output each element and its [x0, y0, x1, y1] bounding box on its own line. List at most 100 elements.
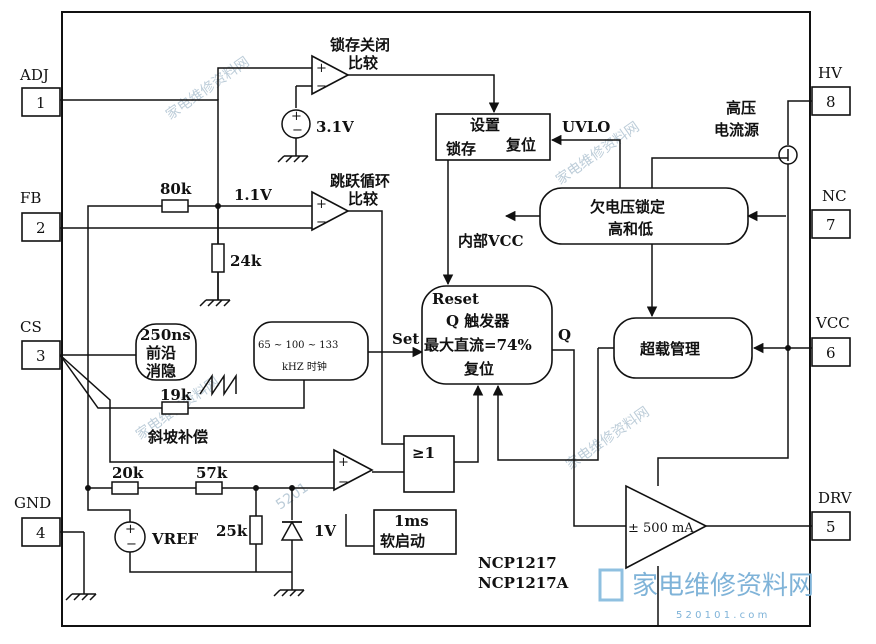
latch-box: 设置 锁存 复位	[435, 113, 551, 161]
site-logo: 家电维修资料网 5 2 0 1 0 1 . c o m	[598, 568, 814, 621]
uvlo-label: UVLO	[562, 118, 610, 136]
uvlo-block-title: 欠电压锁定	[590, 198, 665, 216]
hv-source-subtitle: 电流源	[714, 121, 759, 139]
pin-cs: CS 3	[20, 318, 61, 370]
svg-text:−: −	[126, 537, 137, 552]
r-20k-label: 20k	[112, 464, 144, 482]
flipflop-set-label: Set	[392, 330, 419, 348]
ref-3v1-source: + − 3.1V	[281, 85, 354, 157]
pin-vcc: VCC 6	[811, 314, 851, 367]
ground-symbols	[60, 155, 309, 601]
r-80k-label: 80k	[160, 180, 192, 198]
pin-nc-number: 7	[826, 216, 836, 234]
vref-label: VREF	[151, 530, 199, 548]
zener-diode-1v: 1V	[280, 488, 336, 590]
skip-comparator-title: 跳跃循环	[330, 172, 390, 190]
svg-text:+: +	[316, 197, 327, 212]
pin-adj-number: 1	[36, 94, 46, 112]
svg-text:−: −	[316, 79, 327, 94]
skip-comparator: + − 跳跃循环 比较	[311, 172, 390, 232]
resistor-20k: 20k	[111, 464, 144, 495]
watermark-3: 家电维修资料网	[563, 403, 653, 473]
v-1v1-label: 1.1V	[234, 186, 272, 204]
ref-3v1-label: 3.1V	[316, 118, 354, 136]
or-gate: ≥1	[403, 435, 455, 493]
pin-gnd-number: 4	[36, 524, 46, 542]
pwm-comparator: + −	[333, 448, 374, 492]
leb-time-label: 250ns	[140, 326, 191, 344]
pin-hv-number: 8	[826, 93, 836, 111]
driver-current-label: ± 500 mA	[628, 521, 694, 536]
softstart-label: 软启动	[380, 532, 425, 550]
pin-hv-label: HV	[818, 64, 843, 82]
latch-set-label: 设置	[470, 116, 500, 134]
flipflop-maxduty: 最大直流=74%	[424, 336, 532, 354]
svg-text:+: +	[316, 61, 327, 76]
watermark-1: 家电维修资料网	[163, 53, 253, 123]
r-57k-label: 57k	[196, 464, 228, 482]
overload-label: 超载管理	[639, 340, 700, 358]
pin-adj-label: ADJ	[19, 66, 49, 84]
svg-text:+: +	[291, 109, 302, 124]
sawtooth-icon	[199, 373, 237, 397]
resistor-80k: 80k	[160, 180, 192, 213]
leb-block: 250ns 前沿 消隐	[135, 323, 197, 381]
logo-subtext: 5 2 0 1 0 1 . c o m	[676, 610, 767, 621]
flipflop-block: Reset Q 触发器 最大直流=74% 复位	[421, 285, 553, 385]
softstart-block: 1ms 软启动	[373, 509, 457, 555]
pin-drv-label: DRV	[818, 489, 853, 507]
pin-nc: NC 7	[811, 187, 851, 239]
hv-current-source	[778, 145, 798, 165]
resistor-25k: 25k	[216, 488, 263, 572]
driver-buffer: ± 500 mA	[625, 484, 708, 570]
svg-text:−: −	[316, 215, 327, 230]
pin-drv-number: 5	[826, 518, 836, 536]
pin-nc-label: NC	[822, 187, 847, 205]
leb-subtitle: 消隐	[146, 362, 176, 380]
leb-title: 前沿	[146, 344, 176, 362]
pin-hv: HV 8	[811, 64, 851, 116]
pin-drv: DRV 5	[811, 489, 853, 541]
resistor-57k: 57k	[195, 464, 228, 495]
latch-reset-label: 复位	[505, 136, 536, 154]
clock-label: kHZ 时钟	[282, 360, 327, 373]
part-name-2: NCP1217A	[478, 574, 569, 592]
pin-gnd: GND 4	[14, 494, 61, 547]
uvlo-block-subtitle: 高和低	[608, 220, 653, 238]
part-name-1: NCP1217	[478, 554, 557, 572]
skip-comparator-subtitle: 比较	[348, 190, 378, 208]
svg-text:−: −	[338, 475, 349, 490]
logo-text: 家电维修资料网	[632, 571, 814, 601]
hv-source-title: 高压	[726, 99, 756, 117]
svg-text:−: −	[292, 123, 303, 138]
flipflop-q-label: Q	[558, 326, 571, 344]
clock-frequency-range: 65 ~ 100 ~ 133	[258, 340, 338, 351]
uvlo-block: 欠电压锁定 高和低	[539, 187, 749, 245]
resistor-19k: 19k	[160, 386, 192, 415]
latch-latch-label: 锁存	[446, 140, 476, 158]
latch-comparator-subtitle: 比较	[348, 54, 378, 72]
pin-vcc-label: VCC	[815, 314, 850, 332]
r-19k-label: 19k	[160, 386, 192, 404]
flipflop-title: Q 触发器	[446, 312, 510, 330]
svg-text:+: +	[125, 522, 136, 537]
latch-comparator: + − 锁存关闭 比较	[311, 36, 390, 96]
ic-outline	[61, 11, 811, 627]
flipflop-reset-bottom: 复位	[463, 360, 494, 378]
resistor-24k: 24k	[206, 206, 262, 301]
pin-vcc-number: 6	[826, 344, 836, 362]
pin-gnd-label: GND	[14, 494, 51, 512]
pin-fb-number: 2	[36, 219, 46, 237]
diode-1v-label: 1V	[314, 522, 336, 540]
latch-comparator-title: 锁存关闭	[330, 36, 390, 54]
clock-block: 65 ~ 100 ~ 133 kHZ 时钟	[253, 321, 369, 381]
vref-source: + − VREF	[114, 521, 199, 553]
pin-fb: FB 2	[20, 189, 61, 242]
or-gate-label: ≥1	[412, 444, 435, 462]
r-24k-label: 24k	[230, 252, 262, 270]
svg-text:+: +	[338, 455, 349, 470]
slope-comp-label: 斜坡补偿	[147, 428, 208, 446]
pin-cs-label: CS	[20, 318, 42, 336]
pin-fb-label: FB	[20, 189, 41, 207]
